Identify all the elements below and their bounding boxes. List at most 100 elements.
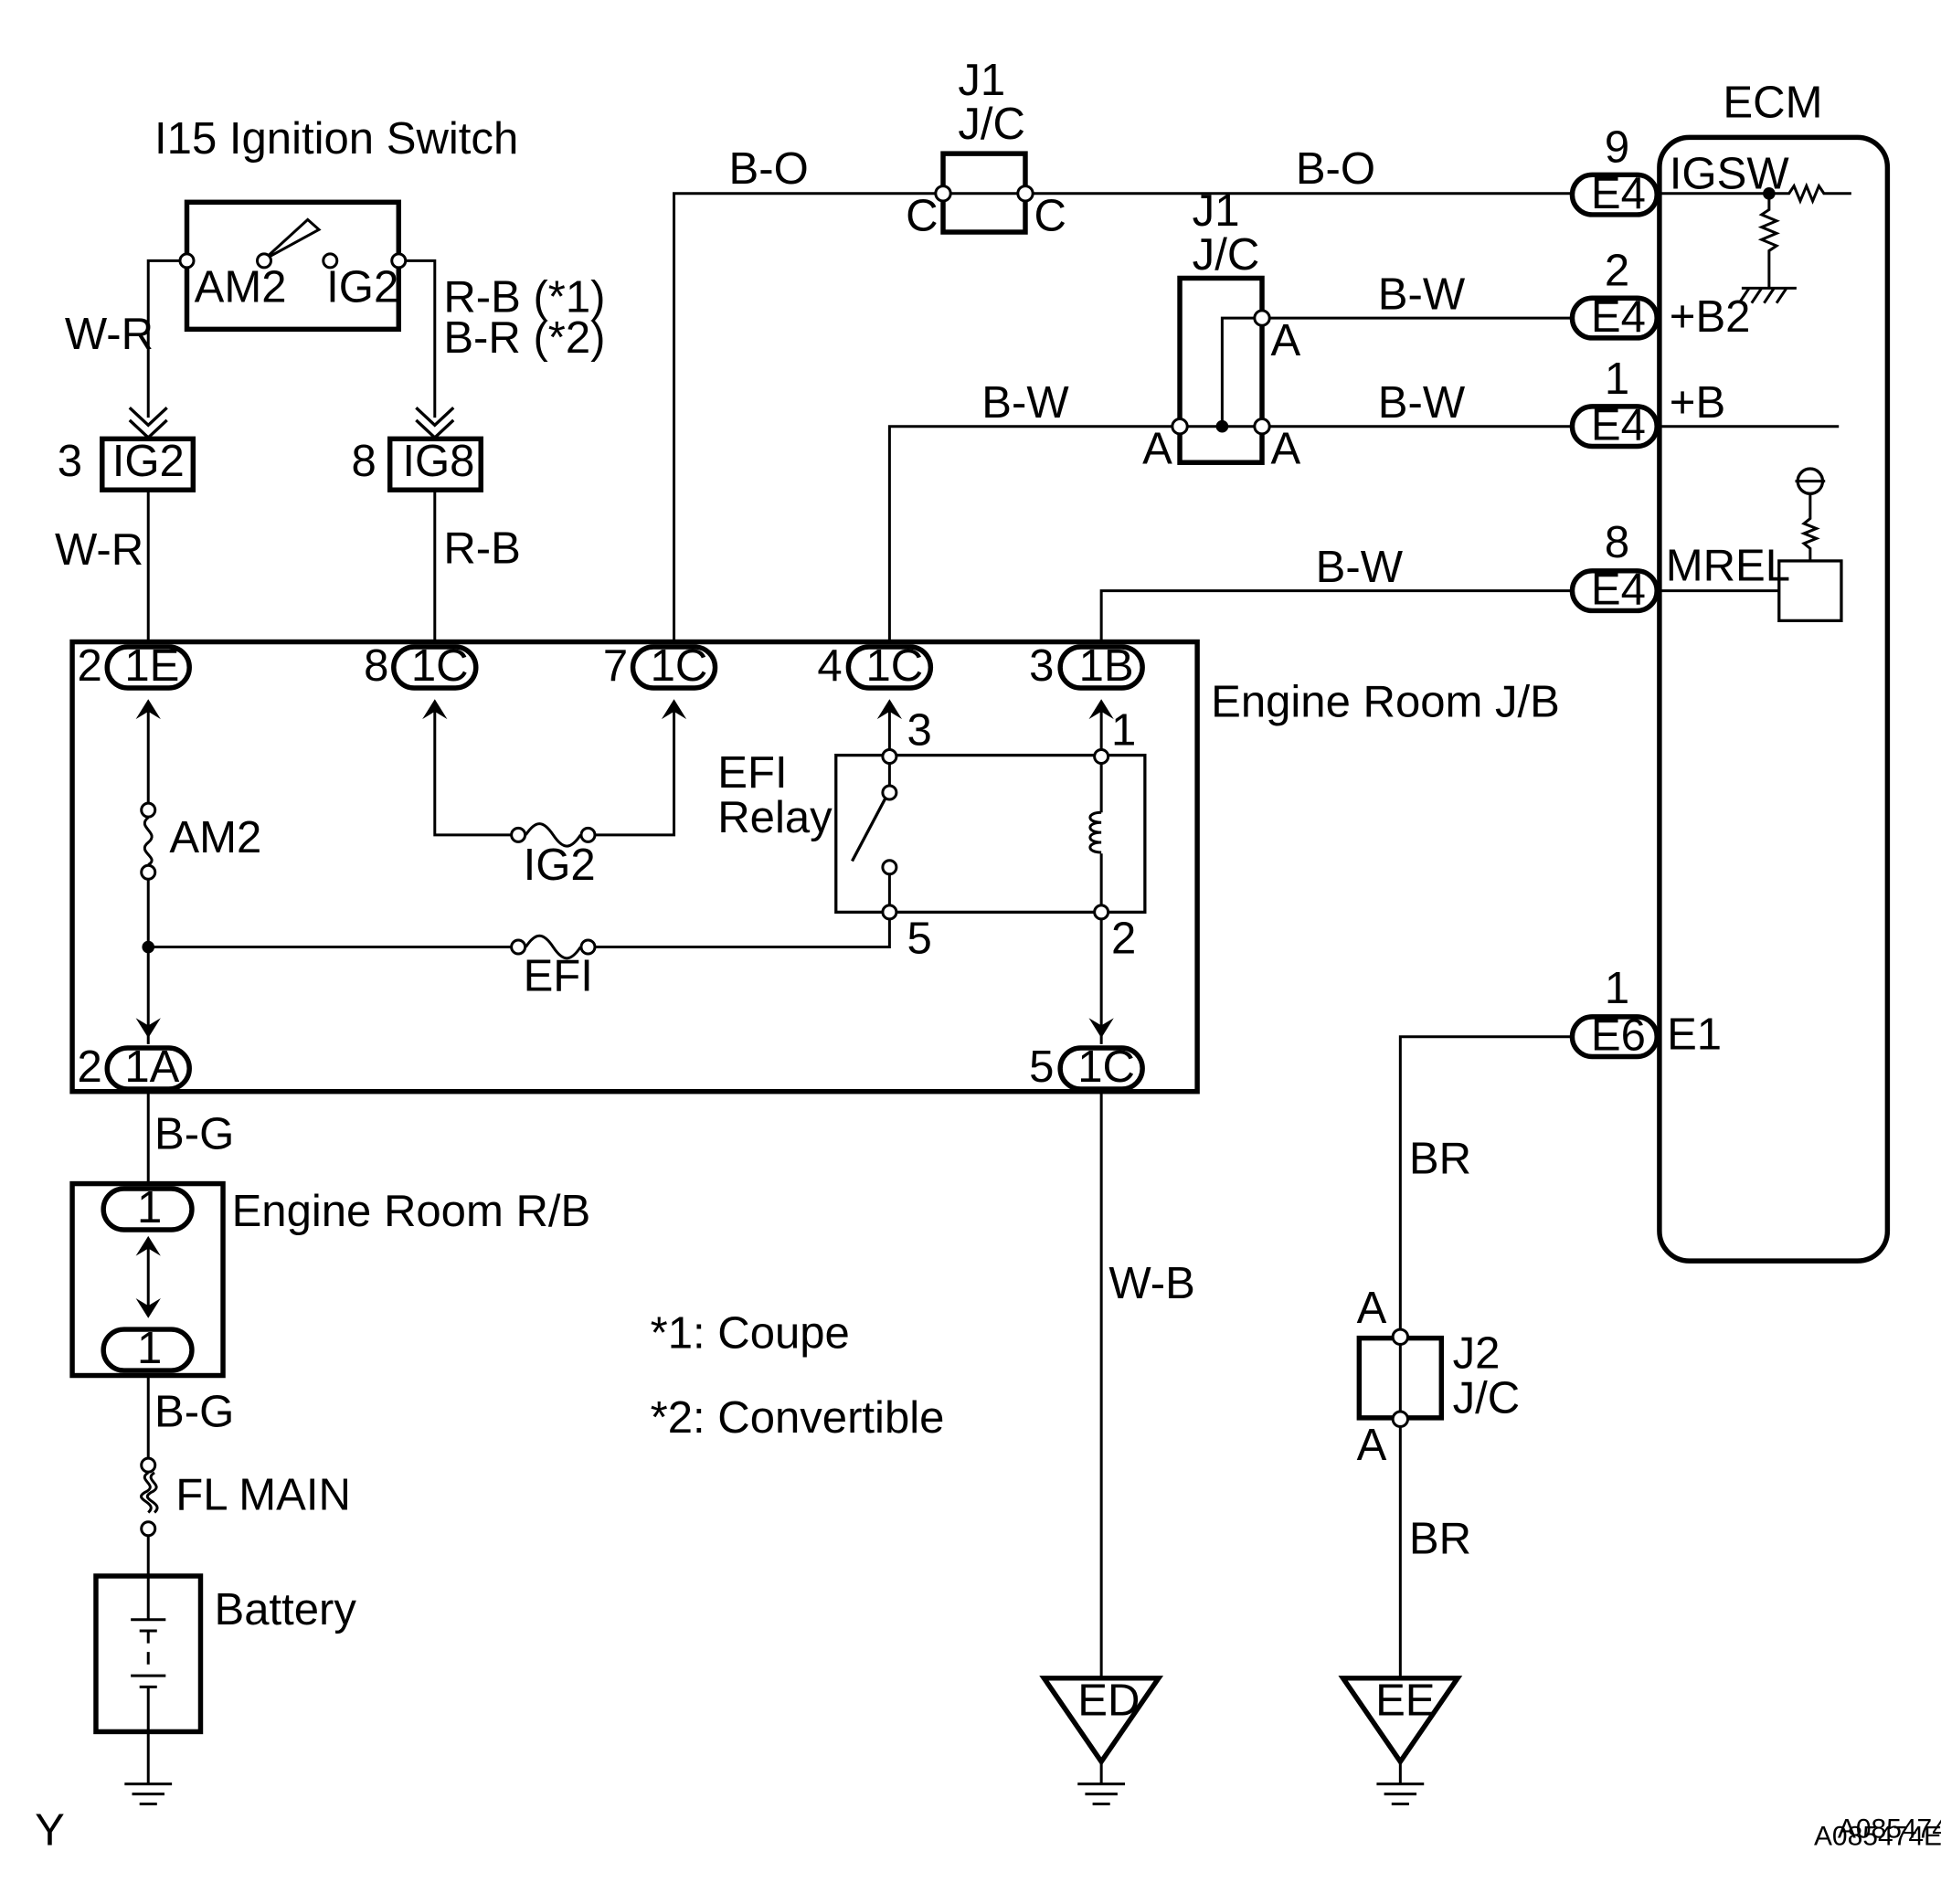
connector-ig8-label: IG8 (402, 437, 474, 486)
efi-relay-box (834, 753, 1147, 915)
jb-connector-1c-pin8-number: 8 (364, 641, 388, 691)
connector-ig8-pin: 8 (351, 437, 376, 486)
jb-arrow-1b-icon (1088, 699, 1114, 720)
connector-ig2-pin: 3 (58, 437, 82, 486)
efi-relay-coil-icon (1088, 810, 1102, 854)
rb-arrow-down-icon (135, 1297, 161, 1318)
ground-ed: ED (1039, 1676, 1164, 1805)
battery-label: Battery (214, 1585, 356, 1634)
j1-mid-pin-a-right: A (1271, 425, 1301, 474)
ignition-am2-label: AM2 (195, 262, 287, 312)
fuse-efi-label: EFI (524, 951, 593, 1000)
ecm-e4-pin1-number: 1 (1605, 354, 1629, 404)
wire-label-w-r-lower: W-R (55, 525, 143, 575)
wire-label-w-r-upper: W-R (65, 310, 154, 359)
ecm-e4-pin2-connector: E4 (1591, 292, 1646, 342)
ecm-igsw-resistor-icon (1657, 182, 1851, 205)
junction-j1-top: J1 J/C C C (906, 56, 1066, 241)
jb-connector-1c-pin4: 1C (865, 641, 923, 691)
fuse-am2-label: AM2 (169, 813, 261, 862)
wire-label-br-convertible: B-R (*2) (443, 313, 605, 363)
ignition-switch: I15 Ignition Switch AM2 IG2 (154, 114, 518, 333)
j1-top-name: J1 (958, 56, 1005, 105)
j2-name: J2 (1453, 1328, 1501, 1378)
wire-label-r-b: R-B (443, 524, 520, 574)
wire-label-b-w-b2: B-W (1378, 270, 1466, 320)
j2-jc: J/C (1453, 1373, 1521, 1423)
ground-ed-label: ED (1077, 1677, 1140, 1726)
jb-connector-1b-pin: 3 (1029, 641, 1054, 691)
jb-connector-1e: 1E (124, 641, 179, 691)
j1-mid-pin-a-left: A (1142, 425, 1172, 474)
ecm-e6-pin1-number: 1 (1605, 964, 1629, 1013)
j2-pin-a-lower: A (1357, 1421, 1387, 1470)
j1-top-pin-c-right: C (1034, 192, 1066, 241)
ecm-e4-pin9-number: 9 (1605, 123, 1629, 173)
ground-ed-icon (1077, 1761, 1126, 1805)
efi-relay-switch-icon (851, 797, 887, 862)
jb-connector-1a: 1A (124, 1042, 179, 1092)
ground-ee: EE (1338, 1676, 1463, 1805)
efi-relay-pin1: 1 (1111, 706, 1136, 756)
fuse-ig2-label: IG2 (524, 841, 596, 890)
fl-main-label: FL MAIN (175, 1471, 351, 1520)
j1-mid-name: J1 (1193, 186, 1240, 236)
j1-top-jc: J/C (958, 100, 1025, 149)
ignition-switch-title: I15 Ignition Switch (154, 114, 518, 164)
fuse-efi-icon (525, 934, 582, 960)
figure-code: A085474E01 (1814, 1821, 1941, 1851)
wire-label-br-upper: BR (1409, 1135, 1471, 1184)
ecm-e6-pin1-connector: E6 (1591, 1011, 1646, 1061)
wire-label-b-w-jb: B-W (981, 378, 1069, 428)
jb-connector-1c-pin5-number: 5 (1029, 1042, 1054, 1092)
ground-battery-icon (124, 1782, 173, 1805)
ecm-body (1657, 134, 1891, 1264)
ecm-e4-pin9-connector: E4 (1591, 169, 1646, 218)
jb-connector-1b: 1B (1079, 641, 1134, 691)
jb-arrow-1c8-icon (422, 699, 448, 720)
note-convertible: *2: Convertible (651, 1393, 945, 1443)
fuse-am2-icon (143, 816, 154, 866)
jb-connector-1c-pin7: 1C (651, 641, 708, 691)
jb-arrow-1c7-icon (661, 699, 687, 720)
jb-arrow-1c4-icon (876, 699, 903, 720)
ecm-pin-e1: E1 (1667, 1010, 1722, 1059)
jb-connector-1e-pin: 2 (78, 641, 102, 691)
ecm-pin-b: +B (1670, 378, 1725, 428)
ecm-e4-pin8-connector: E4 (1591, 566, 1646, 615)
jb-connector-1c-pin8: 1C (411, 641, 469, 691)
junction-j1-mid: J1 J/C A A A (1142, 186, 1300, 473)
ecm-e4-pin1-connector: E4 (1591, 401, 1646, 450)
wire-label-w-b: W-B (1108, 1259, 1194, 1308)
wire-label-br-lower: BR (1409, 1514, 1471, 1563)
jb-connector-1c-pin4-number: 4 (817, 641, 842, 691)
jb-connector-1c-pin7-number: 7 (603, 641, 628, 691)
ecm-pin-mrel: MREL (1666, 542, 1790, 591)
junction-j2: A A J2 J/C (1356, 1284, 1521, 1470)
wire-label-b-g-upper: B-G (154, 1109, 234, 1158)
fusible-link-fl-main: FL MAIN (140, 1456, 351, 1538)
rb-connector-upper: 1 (137, 1183, 162, 1232)
battery: Battery (93, 1573, 356, 1735)
efi-relay-pin2: 2 (1111, 914, 1136, 963)
jb-connector-1a-pin: 2 (78, 1042, 102, 1092)
jb-arrow-1c5-icon (1088, 1018, 1114, 1039)
wire-label-b-w-mrel: B-W (1316, 543, 1404, 592)
engine-room-rb-title: Engine Room R/B (232, 1187, 591, 1236)
figure-code-overprint: A085474 (1838, 1814, 1941, 1844)
engine-room-jb-title: Engine Room J/B (1211, 677, 1560, 726)
wire-label-b-o-right: B-O (1296, 144, 1375, 194)
ecm: ECM E4 9 IGSW E4 2 +B2 E4 1 +B E4 8 MREL… (1569, 79, 1891, 1264)
connector-ig8: IG8 8 (351, 407, 483, 492)
ground-ee-triangle-icon (1338, 1676, 1463, 1766)
rb-connector-lower: 1 (137, 1324, 162, 1373)
jb-connector-1c-pin5: 1C (1077, 1042, 1135, 1092)
efi-relay-label-line1: EFI (717, 748, 787, 798)
j1-mid-jc: J/C (1193, 230, 1260, 280)
jb-arrow-1e-icon (135, 699, 161, 720)
ecm-title: ECM (1723, 79, 1822, 128)
ground-ee-label: EE (1375, 1677, 1435, 1726)
ecm-pin-b2: +B2 (1670, 292, 1751, 342)
j1-mid-pin-a-upper: A (1271, 316, 1301, 365)
wire-label-b-o-left: B-O (729, 144, 809, 194)
